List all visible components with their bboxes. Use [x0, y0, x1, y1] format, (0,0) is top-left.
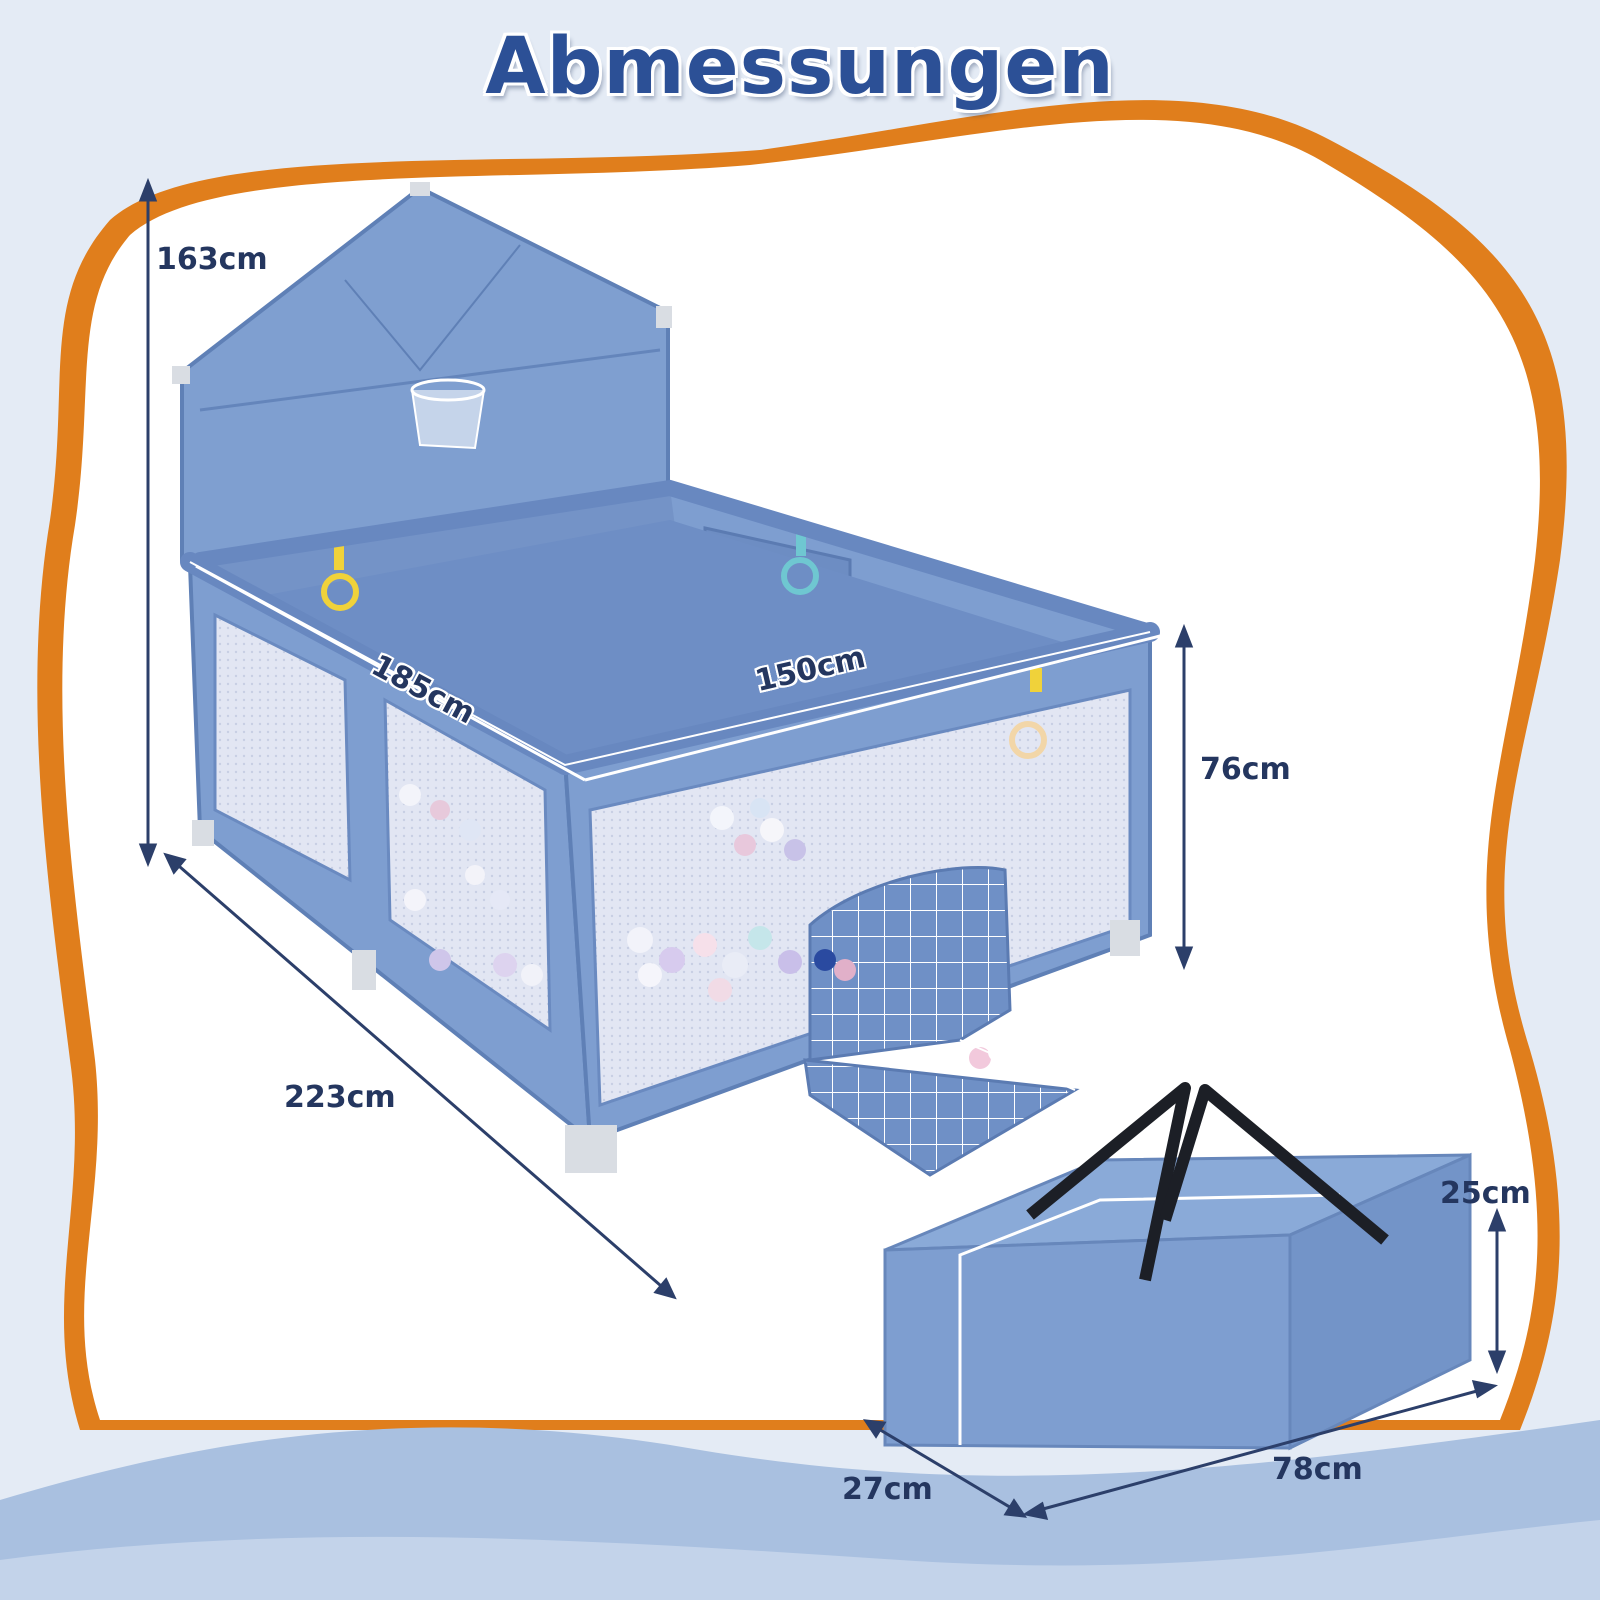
- dimension-label-bag-height: 25cm: [1440, 1176, 1531, 1211]
- top-rails: [180, 479, 1160, 775]
- basketball-hoop: [410, 378, 486, 450]
- dimension-label-bag-length: 78cm: [1272, 1452, 1363, 1487]
- carry-bag: [883, 1082, 1472, 1451]
- dimension-label-height-total: 163cm: [156, 242, 268, 277]
- dimension-label-height-fence: 76cm: [1200, 752, 1291, 787]
- pull-rings: [321, 522, 1047, 759]
- balls: [399, 784, 1008, 1069]
- dimension-label-bag-depth: 27cm: [842, 1472, 933, 1507]
- dimension-label-diagonal: 223cm: [284, 1080, 396, 1115]
- page-title: Abmessungen: [485, 22, 1115, 112]
- soccer-goal: [803, 866, 1080, 1177]
- dimension-lines: [138, 177, 1507, 1520]
- playpen: [172, 182, 1160, 1177]
- feet: [192, 820, 1140, 1173]
